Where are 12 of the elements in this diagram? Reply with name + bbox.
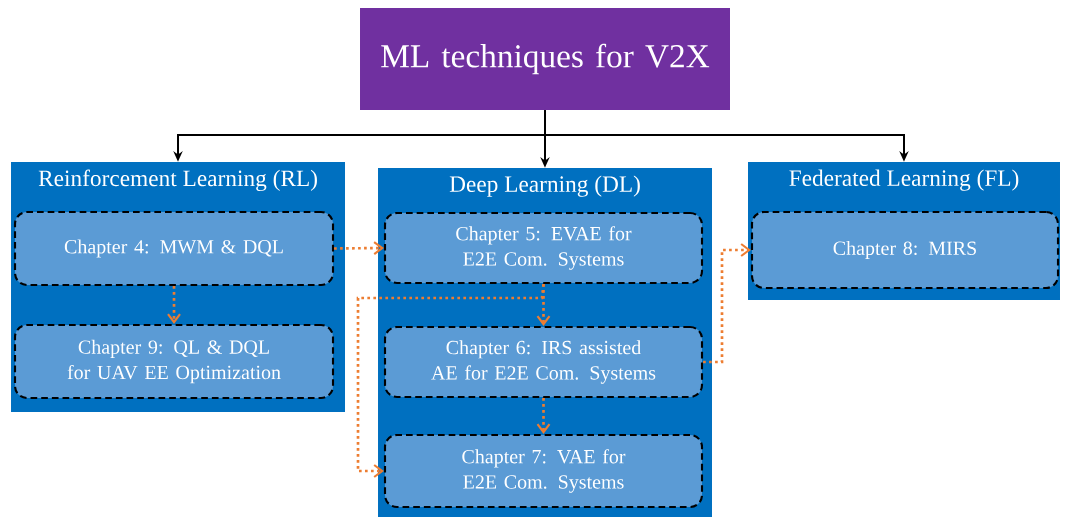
dotted-arrow [536,398,551,434]
chapter-box: Chapter 7: VAE for E2E Com. Systems [383,433,704,509]
chapter-box: Chapter 8: MIRS [750,210,1060,290]
dotted-arrow [334,241,384,255]
chapter-box: Chapter 4: MWM & DQL [13,210,335,287]
title-box: ML techniques for V2X [360,8,730,110]
dotted-arrow [703,243,751,364]
dotted-arrow [167,286,181,324]
chapter-box: Chapter 5: EVAE for E2E Com. Systems [383,211,704,285]
dotted-arrow [356,283,545,478]
chapter-box: Chapter 9: QL & DQL for UAV EE Optimization [13,323,335,400]
chapter-box: Chapter 6: IRS assisted AE for E2E Com. Systems [383,325,704,399]
